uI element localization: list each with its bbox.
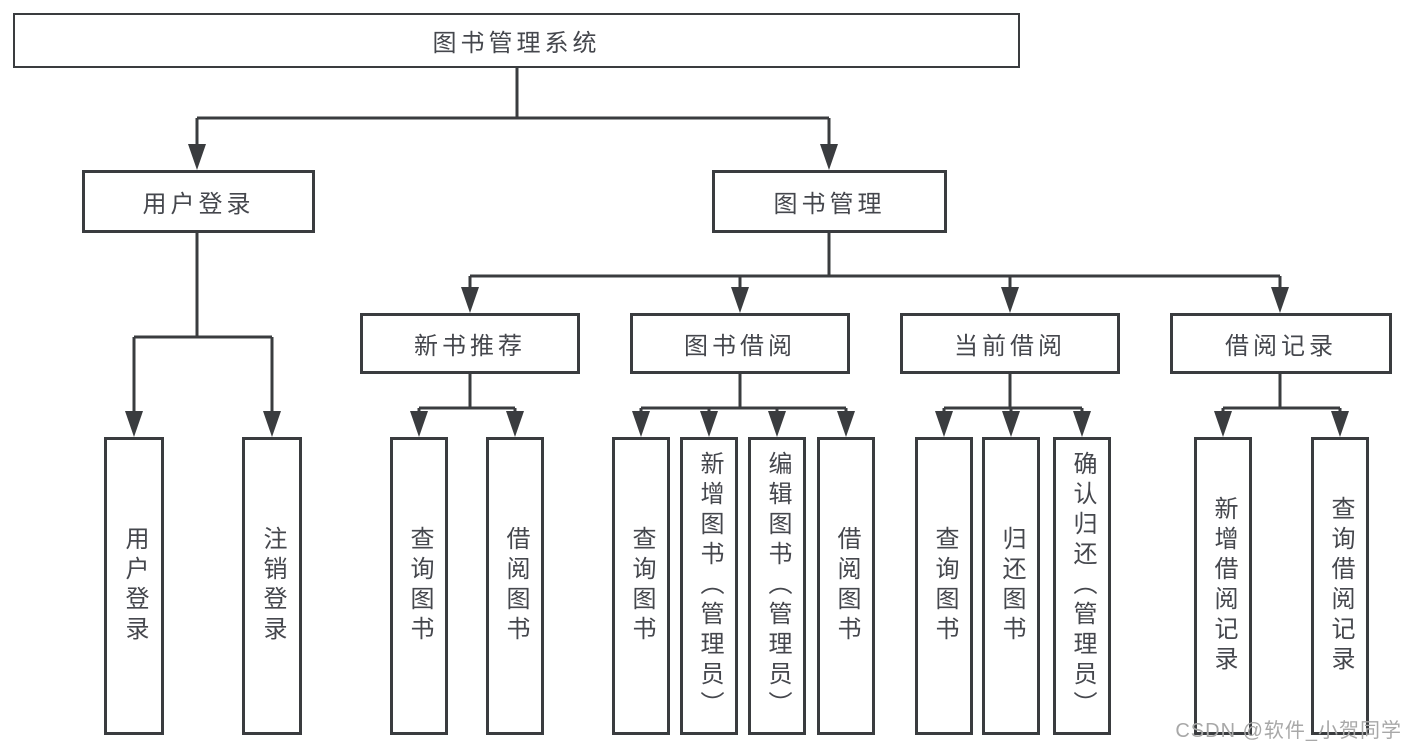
node-label: 当前借阅: [954, 333, 1066, 360]
node-new-book-recommend: 新书推荐: [360, 313, 580, 374]
node-book-borrowing: 图书借阅: [630, 313, 850, 374]
node-label: 图书借阅: [684, 333, 796, 360]
connector-paths: [132, 68, 1342, 416]
node-label: 图书管理系统: [432, 30, 601, 57]
node-leaf-cb-confirm-return-admin: 确认归还（管理员）: [1053, 437, 1111, 735]
node-label: 查询图书: [931, 526, 958, 646]
node-label: 新书推荐: [414, 333, 526, 360]
node-leaf-br-add-record: 新增借阅记录: [1194, 437, 1252, 735]
node-label: 借阅图书: [502, 526, 529, 646]
node-label: 编辑图书（管理员）: [764, 451, 791, 721]
arrowheads: [125, 144, 1349, 437]
node-label: 借阅记录: [1225, 333, 1337, 360]
node-user-login: 用户登录: [82, 170, 315, 233]
node-label: 图书管理: [773, 191, 886, 218]
node-leaf-bb-borrow-books: 借阅图书: [817, 437, 875, 735]
node-label: 查询借阅记录: [1327, 496, 1354, 676]
node-leaf-br-query-record: 查询借阅记录: [1311, 437, 1369, 735]
node-root: 图书管理系统: [13, 13, 1020, 68]
node-borrowing-records: 借阅记录: [1170, 313, 1392, 374]
node-label: 用户登录: [142, 191, 255, 218]
node-leaf-cb-query-books: 查询图书: [915, 437, 973, 735]
node-label: 用户登录: [121, 526, 148, 646]
csdn-watermark: CSDN @软件_小贺同学: [1175, 720, 1402, 742]
node-leaf-bb-query-books: 查询图书: [612, 437, 670, 735]
node-leaf-nbr-query-books: 查询图书: [390, 437, 448, 735]
node-leaf-logout: 注销登录: [242, 437, 302, 735]
node-label: 注销登录: [259, 526, 286, 646]
node-label: 归还图书: [998, 526, 1025, 646]
node-label: 借阅图书: [833, 526, 860, 646]
node-book-management: 图书管理: [712, 170, 947, 233]
node-label: 查询图书: [628, 526, 655, 646]
node-leaf-nbr-borrow-books: 借阅图书: [486, 437, 544, 735]
node-label: 新增图书（管理员）: [696, 451, 723, 721]
node-label: 查询图书: [406, 526, 433, 646]
node-leaf-bb-edit-books-admin: 编辑图书（管理员）: [748, 437, 806, 735]
node-leaf-cb-return-books: 归还图书: [982, 437, 1040, 735]
node-label: 新增借阅记录: [1210, 496, 1237, 676]
node-leaf-bb-add-books-admin: 新增图书（管理员）: [680, 437, 738, 735]
node-leaf-user-login: 用户登录: [104, 437, 164, 735]
node-current-borrowing: 当前借阅: [900, 313, 1120, 374]
node-label: 确认归还（管理员）: [1069, 451, 1096, 721]
